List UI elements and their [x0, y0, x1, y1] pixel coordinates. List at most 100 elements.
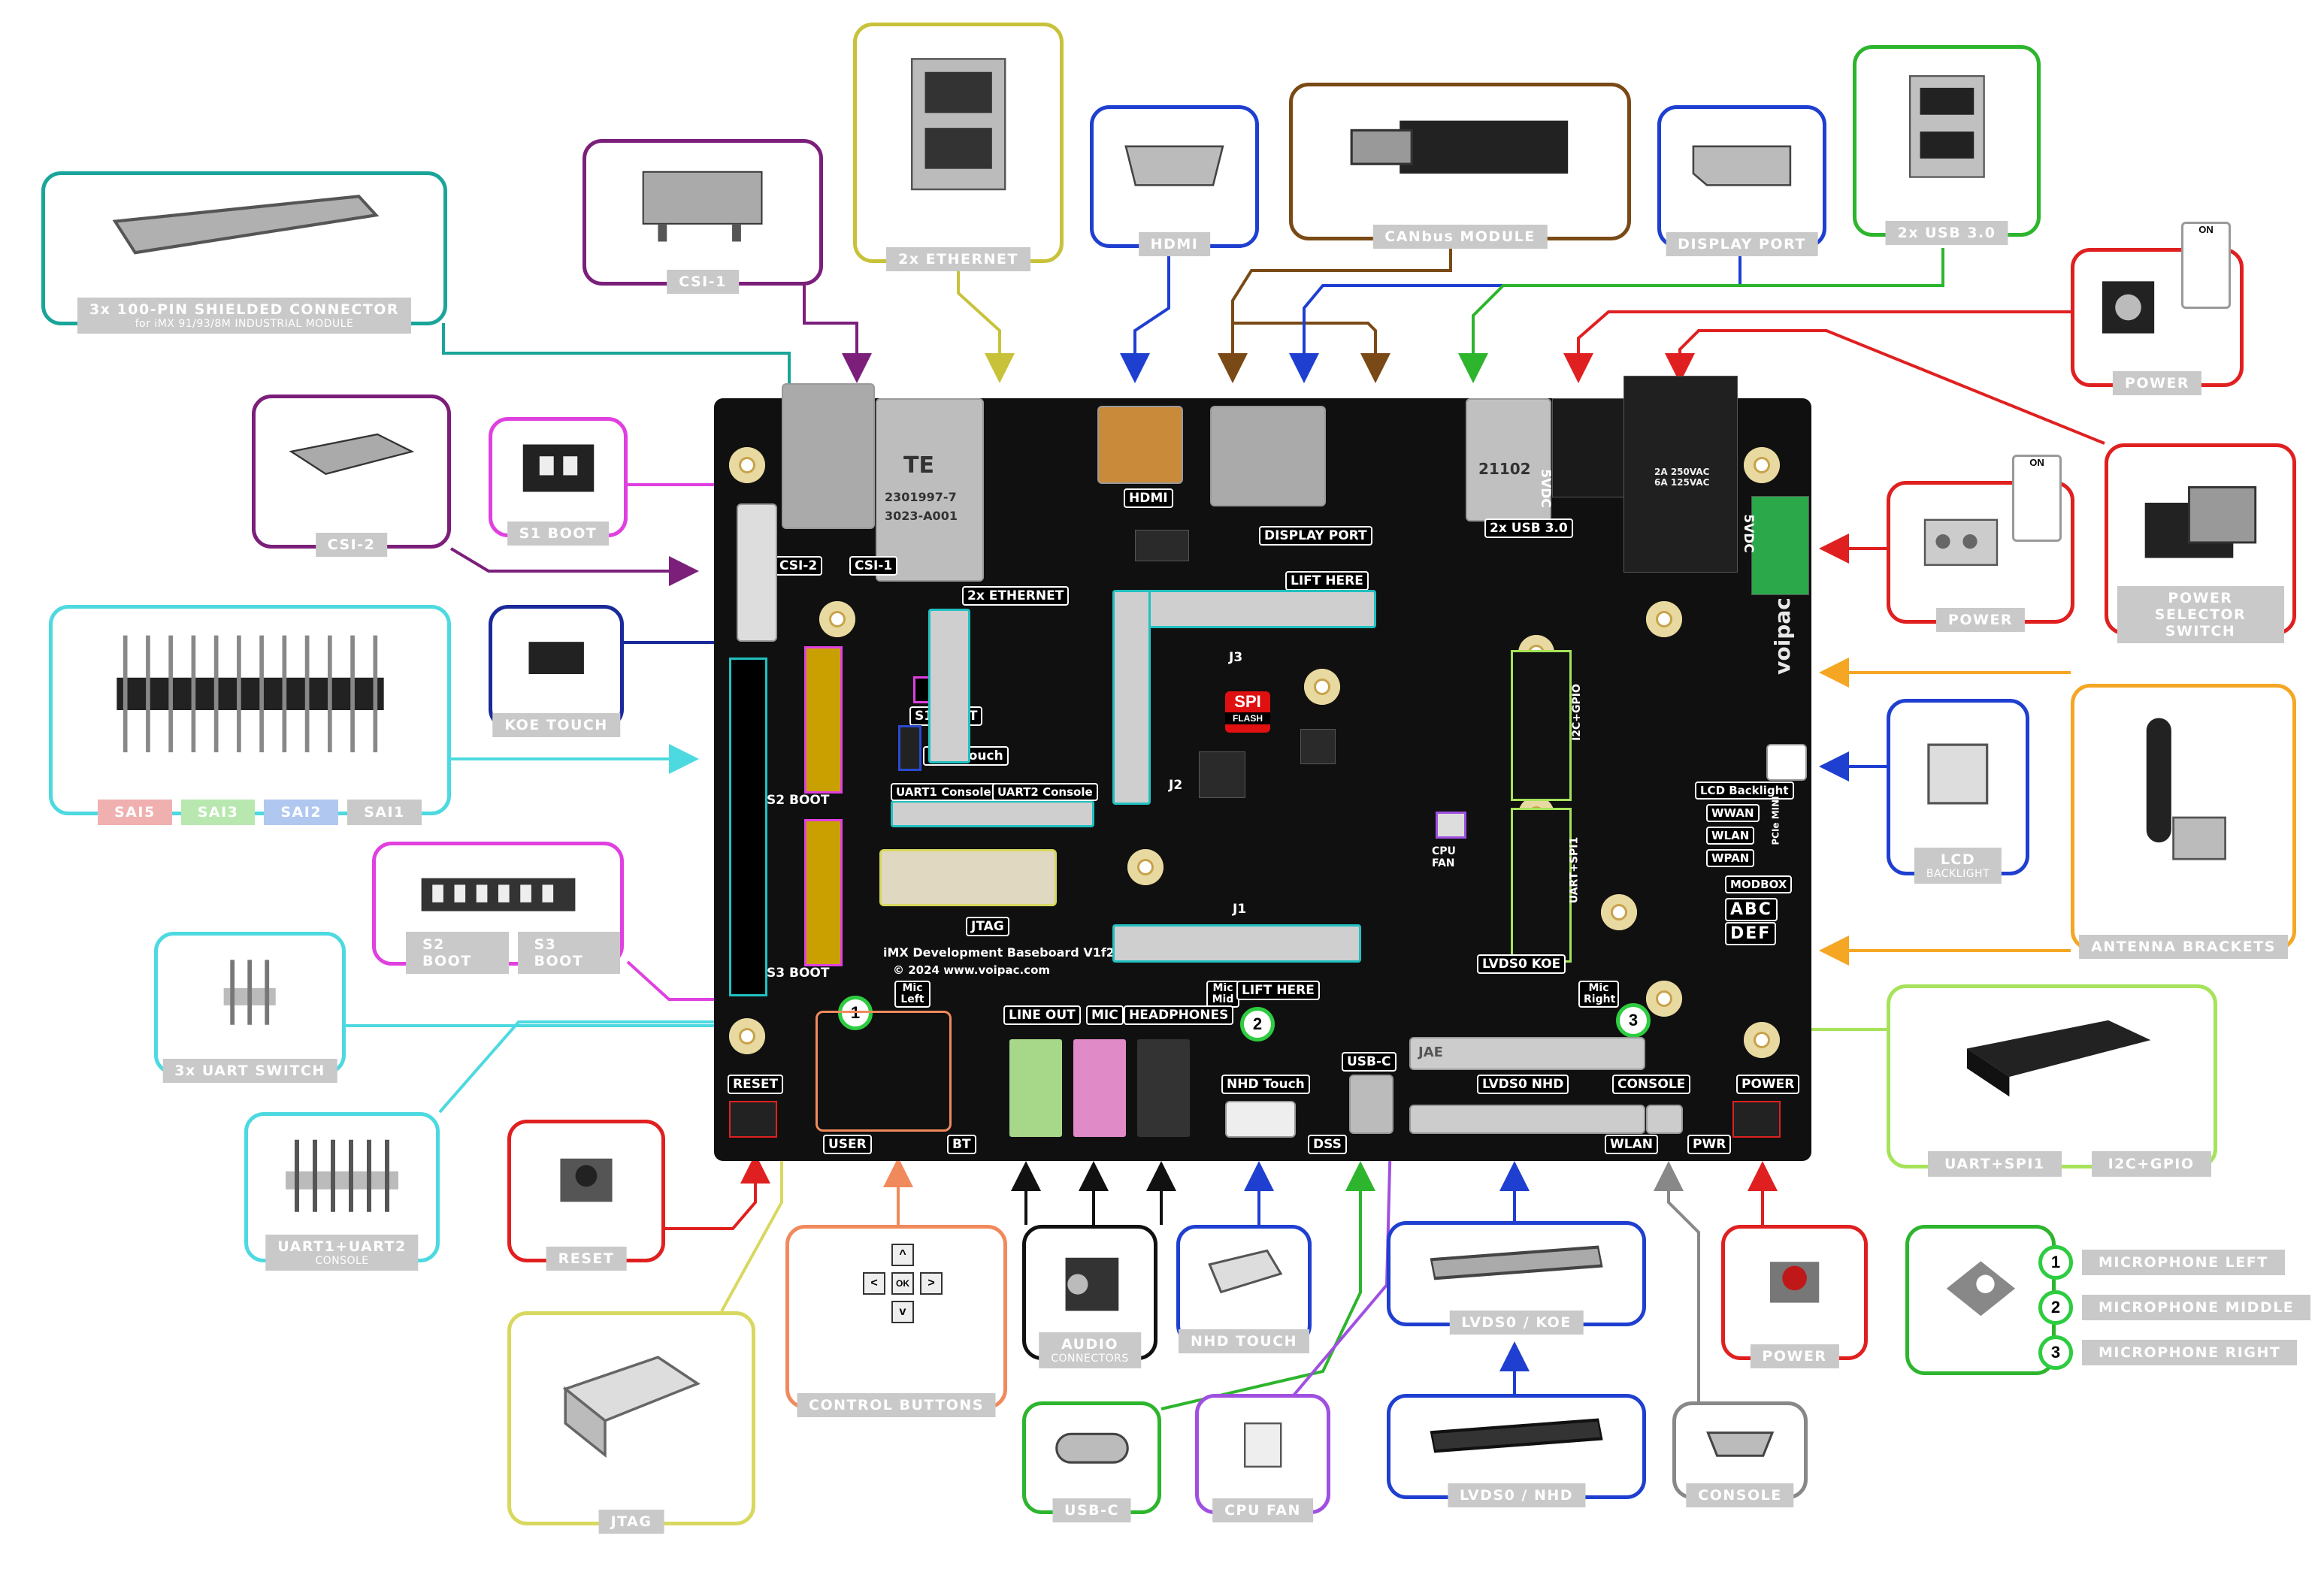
label-displayport: DISPLAY PORT	[1666, 232, 1818, 256]
callout-box-header: UART+SPI1 I2C+GPIO	[1887, 984, 2217, 1177]
wire-canbus	[1218, 248, 1452, 383]
switch-on-indicator: ON	[2181, 222, 2231, 309]
wire-power-top	[1563, 310, 2071, 383]
right-button[interactable]: >	[920, 1272, 943, 1295]
callout-lvds-koe: LVDS0 / KOE	[1387, 1221, 1646, 1335]
callout-canbus: CANbus MODULE	[1289, 83, 1631, 249]
callout-antenna: ANTENNA BRACKETS	[2071, 684, 2296, 959]
board-wlan: WLAN	[1706, 827, 1755, 845]
legend-row-3: 3 MICROPHONE RIGHT	[2038, 1335, 2298, 1370]
board-voipac: voipac	[1769, 597, 1795, 675]
koe-connector-icon	[528, 641, 584, 674]
antenna-icon	[2146, 718, 2226, 860]
label-power-bottom: POWER	[1750, 1344, 1839, 1368]
fan-connector-icon	[1243, 1422, 1282, 1468]
control-button-cluster	[816, 1011, 952, 1132]
mount-hole	[1304, 669, 1340, 705]
board-i2c-gpio: I2C+GPIO	[1570, 684, 1583, 741]
label-i2c-gpio: I2C+GPIO	[2091, 1151, 2211, 1177]
s3-dip-switch	[804, 819, 843, 966]
legend-row-1: 1 MICROPHONE LEFT	[2038, 1245, 2285, 1280]
eth-part1: 2301997-7	[885, 490, 957, 504]
flash-text: FLASH	[1225, 712, 1270, 724]
mount-hole	[1744, 447, 1780, 483]
switch-on-indicator: ON	[2012, 455, 2062, 542]
callout-lvds-nhd: LVDS0 / NHD	[1387, 1394, 1646, 1507]
callout-koe-touch: KOE TOUCH	[489, 605, 624, 737]
ok-button[interactable]: OK	[891, 1272, 914, 1295]
board-5vdc-2: 5VDC	[1740, 514, 1756, 553]
callout-jtag: JTAG	[507, 1311, 755, 1534]
callout-uart-switch: 3x UART SWITCH	[154, 932, 346, 1083]
callout-usbc: USB-C	[1022, 1401, 1161, 1522]
board-uart2: UART2 Console	[992, 783, 1098, 801]
callout-power-selector: POWER SELECTOR SWITCH	[2105, 443, 2296, 643]
board-uart-spi1: UART+SPI1	[1568, 836, 1581, 904]
left-button[interactable]: <	[863, 1272, 885, 1295]
up-button[interactable]: ^	[891, 1244, 914, 1266]
wire-canbus2	[1233, 322, 1390, 383]
legend-badge-1: 1	[2038, 1245, 2073, 1280]
board-usbc: USB-C	[1342, 1052, 1397, 1072]
board-hdmi: HDMI	[1124, 488, 1173, 508]
csi1-connector	[782, 383, 875, 529]
board-lcd-backlight: LCD Backlight	[1695, 781, 1794, 800]
callout-s2s3: S2 BOOT S3 BOOT	[372, 842, 624, 974]
sai-header	[729, 658, 767, 996]
board-mic-right: Mic Right	[1578, 981, 1619, 1008]
board-user: USER	[823, 1135, 872, 1154]
callout-power-bottom: POWER	[1721, 1225, 1868, 1368]
hdmi-port	[1097, 406, 1183, 484]
wire-reset	[665, 1153, 770, 1230]
console-micro-usb	[1646, 1105, 1683, 1134]
board-line-out: LINE OUT	[1003, 1005, 1081, 1025]
label-uart-spi1: UART+SPI1	[1928, 1151, 2062, 1177]
power-button[interactable]	[1732, 1101, 1781, 1138]
label-jtag: JTAG	[598, 1510, 664, 1534]
j2-connector	[1112, 590, 1151, 805]
board-chip	[1199, 751, 1245, 798]
label-lvds-koe: LVDS0 / KOE	[1449, 1311, 1584, 1335]
board-wlan-bottom: WLAN	[1605, 1135, 1658, 1154]
csi2-connector-icon	[289, 433, 415, 475]
usbc-icon	[1055, 1432, 1129, 1464]
callout-sai: SAI5 SAI3 SAI2 SAI1	[49, 605, 451, 825]
lvds-connector-icon	[1430, 1245, 1603, 1280]
ethernet-jack-icon	[910, 58, 1006, 191]
label-usb30: 2x USB 3.0	[1885, 221, 2008, 245]
j1-connector	[1112, 924, 1361, 963]
label-uart-switch: 3x UART SWITCH	[162, 1059, 337, 1083]
lcd-connector-icon	[1927, 743, 1989, 804]
callout-csi2: CSI-2	[252, 395, 451, 557]
reset-button[interactable]	[729, 1101, 777, 1138]
label-koe-touch: KOE TOUCH	[492, 713, 620, 737]
koe-touch-connector	[898, 725, 921, 771]
legend-badge-3: 3	[2038, 1335, 2073, 1370]
board-reset: RESET	[728, 1075, 784, 1094]
dc-jack-icon	[2102, 280, 2155, 334]
board-cpu-fan: CPU FAN	[1432, 845, 1456, 869]
board-modbox: MODBOX	[1725, 875, 1793, 893]
mount-hole	[729, 1018, 765, 1054]
down-button[interactable]: v	[891, 1301, 914, 1323]
callout-nhd-touch: NHD TOUCH	[1176, 1225, 1312, 1353]
audio-jack-icon	[1065, 1257, 1119, 1311]
callout-usb30: 2x USB 3.0	[1853, 45, 2041, 245]
board-console: CONSOLE	[1612, 1075, 1691, 1094]
legend-text-3: MICROPHONE RIGHT	[2082, 1340, 2298, 1365]
pin-header-icon	[116, 635, 384, 753]
callout-microphones	[1905, 1225, 2056, 1375]
board-lift-here-bottom: LIFT HERE	[1236, 981, 1320, 1000]
label-control-buttons: CONTROL BUTTONS	[797, 1393, 996, 1417]
label-console: CONSOLE	[1686, 1483, 1794, 1507]
board-title: iMX Development Baseboard V1f2	[883, 945, 1115, 960]
jumper-header-icon	[223, 960, 277, 1025]
board-pcie-mini: PCIe MINI	[1770, 796, 1781, 845]
label-csi1: CSI-1	[667, 270, 739, 294]
label-s2boot: S2 BOOT	[406, 932, 509, 974]
connector-icon	[112, 194, 380, 254]
jae-text: JAE	[1418, 1044, 1443, 1060]
rocker-switch-icon	[2144, 485, 2257, 558]
